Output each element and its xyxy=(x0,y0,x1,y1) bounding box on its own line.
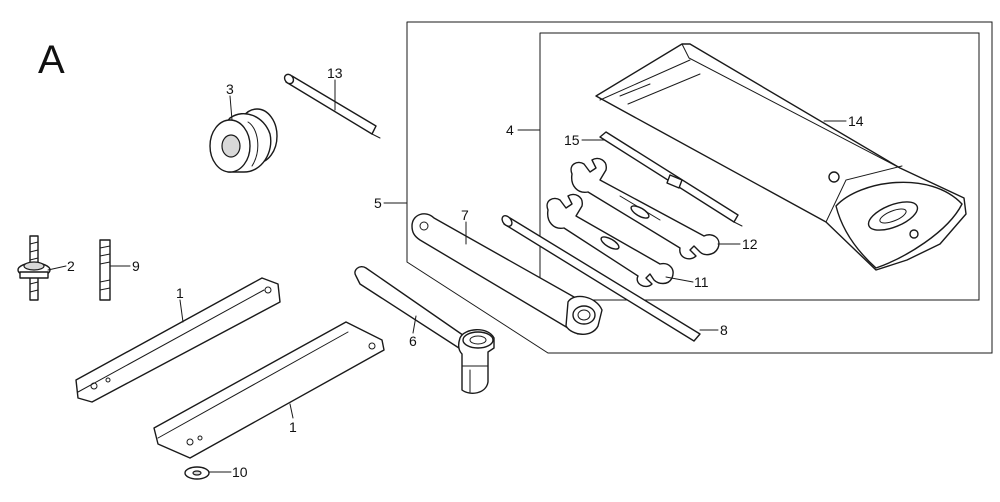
stud-part xyxy=(99,239,111,301)
callout-7-box-wrench: 7 xyxy=(461,207,469,223)
callout-14-tool-bag: 14 xyxy=(848,113,864,129)
socket-wrench-part xyxy=(354,266,495,394)
callout-5-tool-set: 5 xyxy=(374,195,382,211)
handle-rod-part xyxy=(501,215,701,342)
callout-2-bolt: 2 xyxy=(67,258,75,274)
pin-part xyxy=(283,73,381,139)
callout-11-wrench: 11 xyxy=(694,274,709,290)
section-letter: A xyxy=(38,38,65,82)
bolt-part xyxy=(17,235,51,301)
plate-upper-part xyxy=(75,277,281,403)
callout-13-pin: 13 xyxy=(327,65,343,81)
screwdriver-part xyxy=(599,131,743,227)
washer-part xyxy=(184,466,210,480)
grommet-part xyxy=(209,108,278,173)
callout-9-stud: 9 xyxy=(132,258,140,274)
wrench-12-part xyxy=(570,157,720,260)
callout-8-rod: 8 xyxy=(720,322,728,338)
tool-bag-part xyxy=(595,43,967,271)
box-wrench-part xyxy=(411,213,603,335)
callout-6-socket-wrench: 6 xyxy=(409,333,417,349)
callout-4-tool-kit: 4 xyxy=(506,122,514,138)
leader-lines xyxy=(47,79,847,473)
callout-1-lower-plate: 1 xyxy=(289,419,297,435)
callout-3-grommet: 3 xyxy=(226,81,234,97)
callout-1-upper-plate: 1 xyxy=(176,285,184,301)
plate-lower-part xyxy=(153,321,385,459)
wrench-11-part xyxy=(546,193,674,288)
group-outline-4 xyxy=(539,32,980,301)
group-outline-5 xyxy=(406,21,993,354)
callout-15-screwdriver: 15 xyxy=(564,132,580,148)
callout-12-wrench: 12 xyxy=(742,236,758,252)
callout-10-washer: 10 xyxy=(232,464,248,480)
